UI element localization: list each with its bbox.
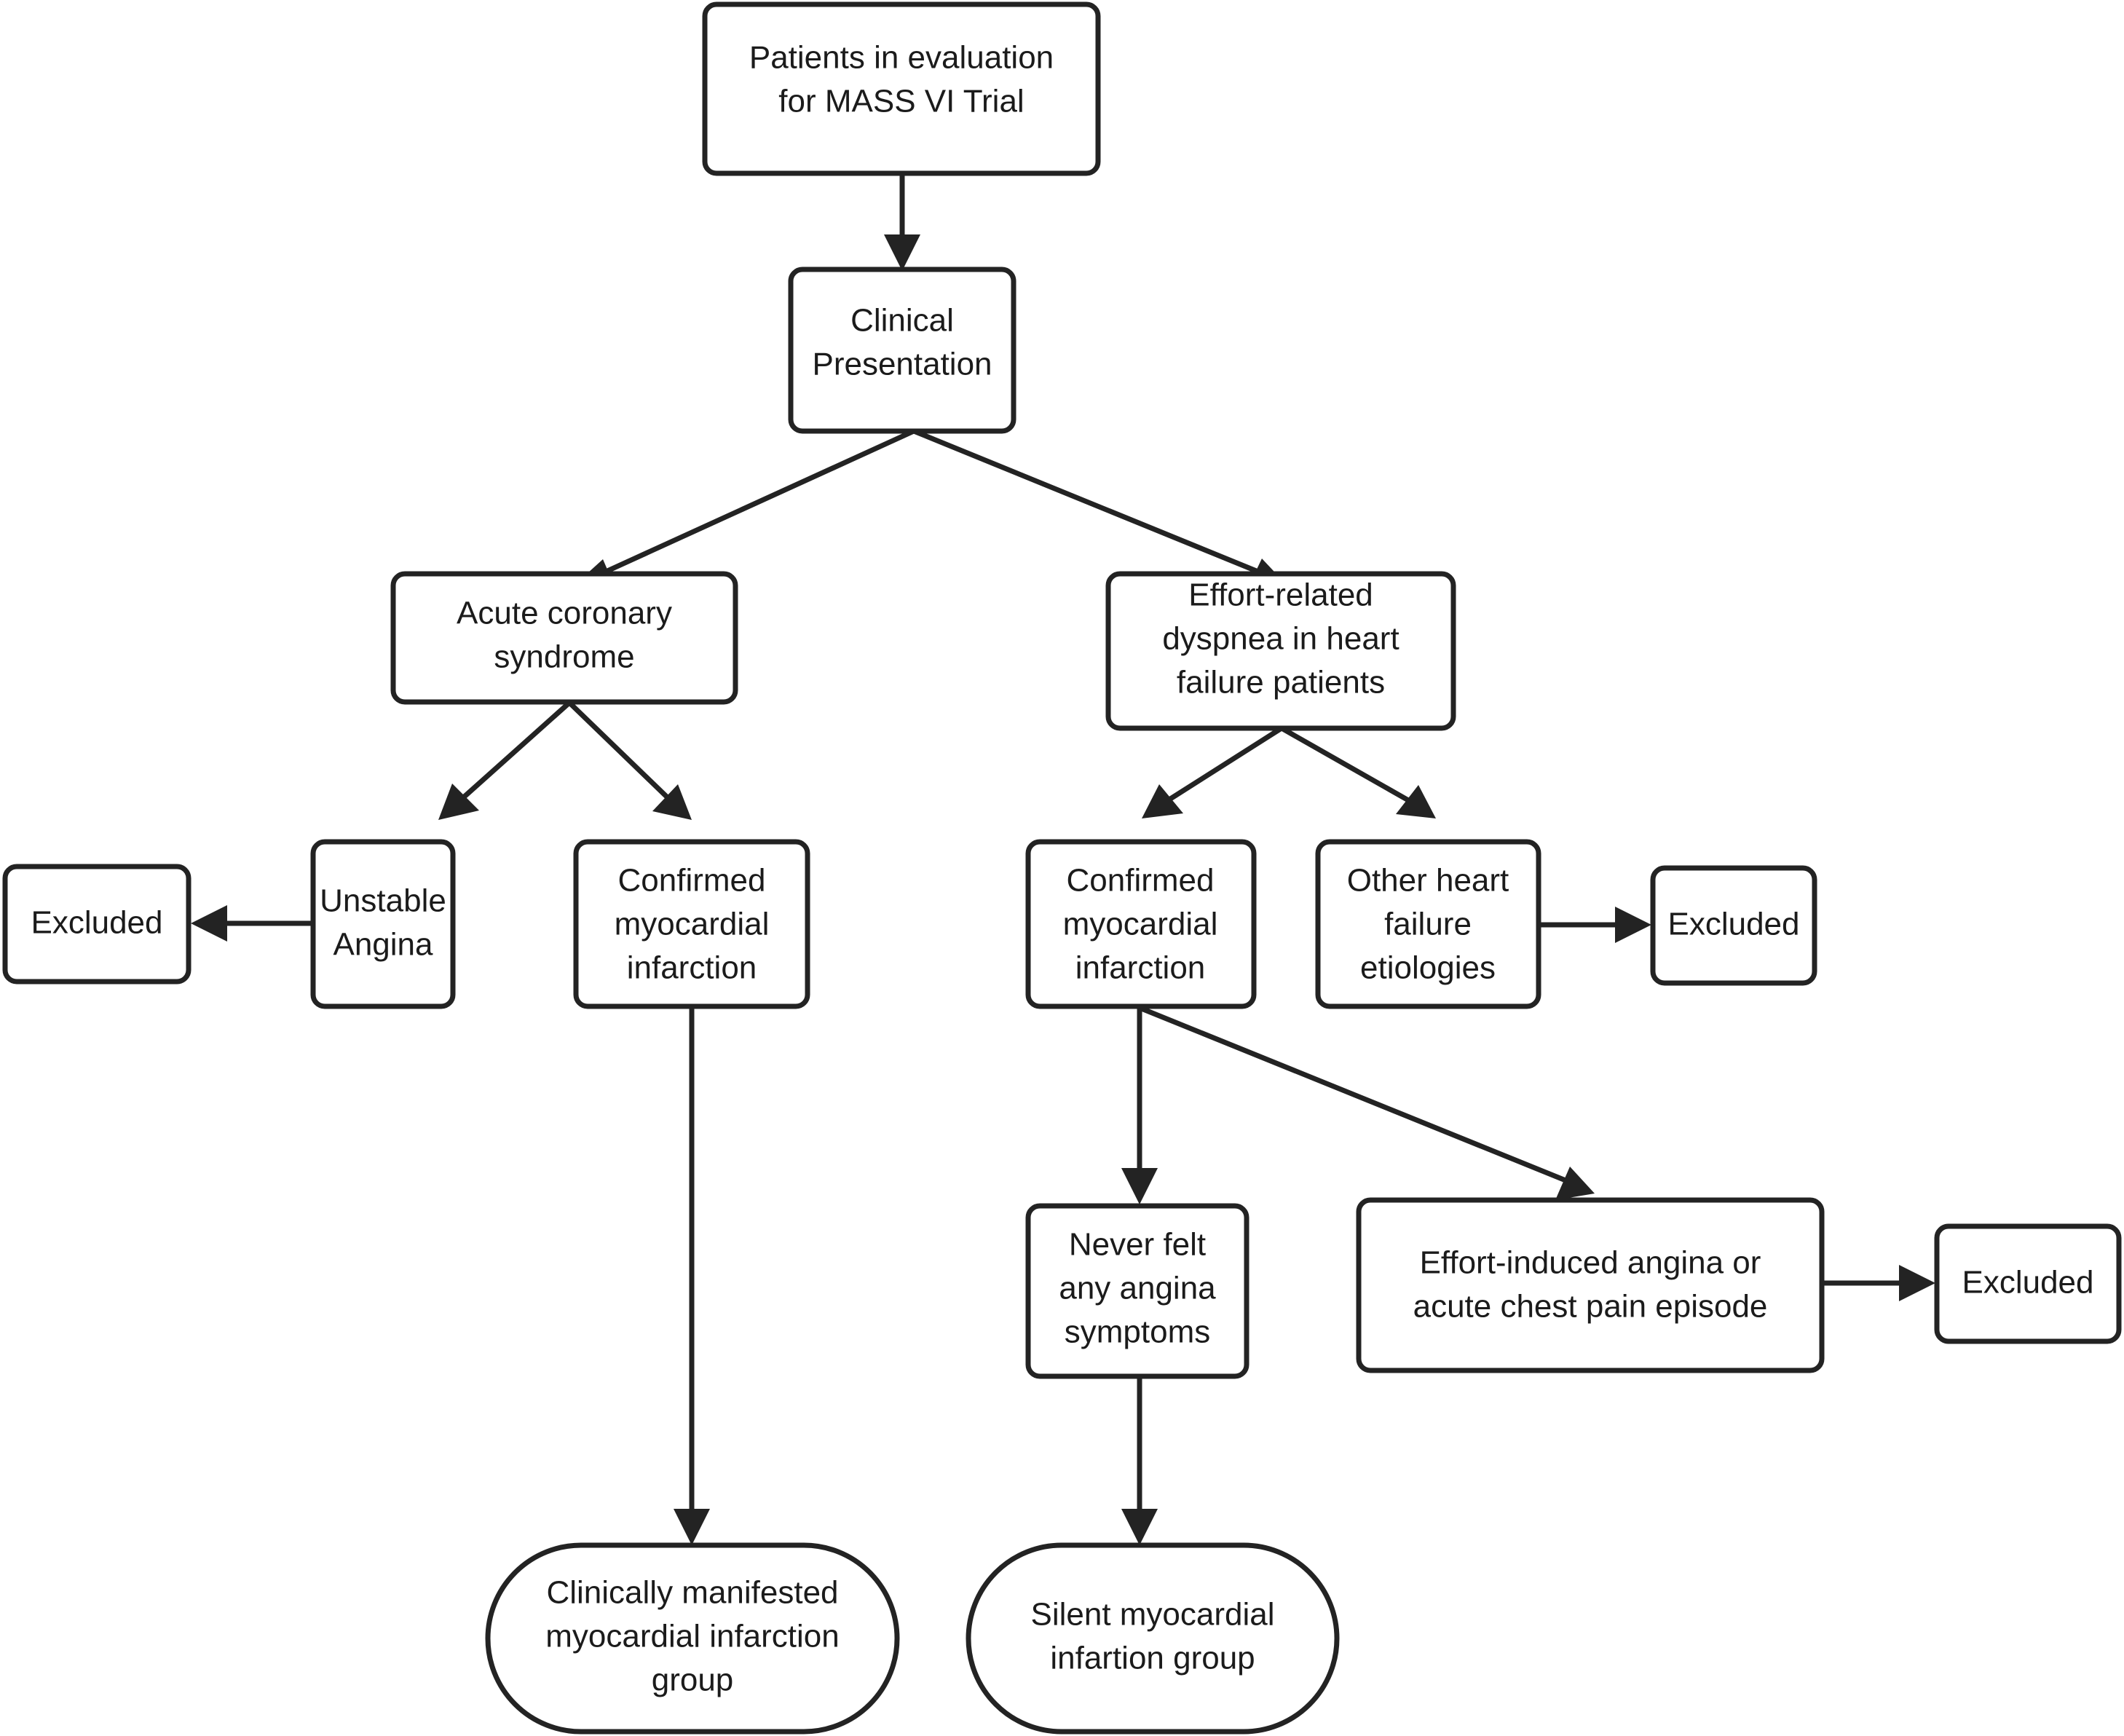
edge-clinical-presentation-to-acute-coronary-syndrome — [572, 428, 915, 591]
node-patients-eval[interactable]: Patients in evaluation for MASS VI Trial — [702, 1, 1101, 176]
node-other-hf-etiologies-shape[interactable] — [1315, 839, 1541, 1009]
node-silent-mi-group-line-0: Silent myocardial — [1030, 1597, 1274, 1633]
node-confirmed-mi-right-line-1: myocardial — [1063, 907, 1218, 942]
node-effort-related-dyspnea[interactable]: Effort-related dyspnea in heart failure … — [1105, 571, 1456, 731]
edge-confirmed-mi-right-to-effort-induced-angina — [1138, 1005, 1595, 1200]
node-acute-coronary-syndrome-line-0: Acute coronary — [457, 596, 672, 631]
node-clinically-manifested-group-shape[interactable] — [485, 1542, 900, 1735]
node-effort-induced-angina[interactable]: Effort-induced angina or acute chest pai… — [1356, 1197, 1825, 1373]
node-confirmed-mi-left-shape[interactable] — [573, 839, 810, 1009]
node-effort-induced-angina-line-1: acute chest pain episode — [1413, 1289, 1768, 1325]
node-never-felt-angina-shape[interactable] — [1025, 1203, 1249, 1379]
node-confirmed-mi-right-line-2: infarction — [1075, 950, 1206, 986]
node-unstable-angina[interactable]: Unstable Angina — [310, 839, 456, 1009]
node-effort-induced-angina-line-0: Effort-induced angina or — [1420, 1245, 1761, 1281]
node-clinically-manifested-group[interactable]: Clinically manifested myocardial infarct… — [485, 1542, 900, 1735]
node-other-hf-etiologies-line-1: failure — [1384, 907, 1472, 942]
node-excluded-left[interactable]: Excluded — [2, 864, 192, 985]
node-excluded-bottom-right[interactable]: Excluded — [1934, 1223, 2122, 1344]
node-other-hf-etiologies[interactable]: Other heart failure etiologies — [1315, 839, 1541, 1009]
node-unstable-angina-shape[interactable] — [310, 839, 456, 1009]
node-clinical-presentation[interactable]: Clinical Presentation — [788, 267, 1016, 434]
node-silent-mi-group[interactable]: Silent myocardial infartion group — [966, 1542, 1340, 1735]
edge-clinical-presentation-to-effort-related-dyspnea — [912, 428, 1284, 591]
edge-unstable-angina-to-excluded-left — [191, 905, 313, 942]
node-never-felt-angina[interactable]: Never felt any angina symptoms — [1025, 1203, 1249, 1379]
node-never-felt-angina-line-1: any angina — [1059, 1271, 1216, 1306]
node-patients-eval-line-1: for MASS VI Trial — [778, 84, 1024, 119]
node-patients-eval-shape[interactable] — [702, 1, 1101, 176]
edges-layer — [191, 175, 1935, 1545]
node-never-felt-angina-line-0: Never felt — [1069, 1227, 1206, 1263]
node-excluded-bottom-right-label: Excluded — [1962, 1265, 2093, 1301]
node-clinically-manifested-group-line-1: myocardial infarction — [545, 1619, 840, 1654]
edge-never-felt-angina-to-silent-mi-group — [1121, 1378, 1158, 1545]
node-acute-coronary-syndrome-line-1: syndrome — [494, 639, 634, 675]
node-clinically-manifested-group-line-2: group — [652, 1662, 734, 1698]
node-clinically-manifested-group-line-0: Clinically manifested — [546, 1575, 838, 1611]
edge-effort-induced-angina-to-excluded-bottom-right — [1820, 1265, 1935, 1301]
edge-confirmed-mi-left-to-clinically-manifested-group — [674, 1008, 710, 1545]
node-never-felt-angina-line-2: symptoms — [1065, 1314, 1210, 1350]
node-excluded-left-label: Excluded — [31, 905, 162, 941]
node-excluded-left-shape[interactable] — [2, 864, 192, 985]
node-patients-eval-line-0: Patients in evaluation — [749, 40, 1054, 76]
node-unstable-angina-line-1: Angina — [333, 927, 433, 963]
node-effort-related-dyspnea-shape[interactable] — [1105, 571, 1456, 731]
node-other-hf-etiologies-line-2: etiologies — [1360, 950, 1496, 986]
node-acute-coronary-syndrome[interactable]: Acute coronary syndrome — [390, 571, 738, 705]
node-confirmed-mi-left[interactable]: Confirmed myocardial infarction — [573, 839, 810, 1009]
node-confirmed-mi-right[interactable]: Confirmed myocardial infarction — [1025, 839, 1257, 1009]
node-effort-related-dyspnea-line-0: Effort-related — [1188, 577, 1373, 613]
edge-acute-coronary-syndrome-to-confirmed-mi-left — [567, 701, 692, 820]
node-clinical-presentation-shape[interactable] — [788, 267, 1016, 434]
node-unstable-angina-line-0: Unstable — [320, 883, 446, 919]
edge-acute-coronary-syndrome-to-unstable-angina — [438, 701, 572, 820]
edge-effort-related-dyspnea-to-other-hf-etiologies — [1280, 725, 1436, 818]
node-silent-mi-group-line-1: infartion group — [1050, 1641, 1255, 1676]
node-excluded-mid-right-shape[interactable] — [1650, 865, 1817, 986]
edge-effort-related-dyspnea-to-confirmed-mi-right — [1142, 726, 1283, 818]
node-effort-induced-angina-shape[interactable] — [1356, 1197, 1825, 1373]
node-clinical-presentation-line-1: Presentation — [812, 347, 992, 382]
node-confirmed-mi-right-shape[interactable] — [1025, 839, 1257, 1009]
node-clinical-presentation-line-0: Clinical — [850, 303, 954, 339]
node-acute-coronary-syndrome-shape[interactable] — [390, 571, 738, 705]
node-confirmed-mi-left-line-2: infarction — [627, 950, 757, 986]
edge-confirmed-mi-right-to-never-felt-angina — [1121, 1008, 1158, 1204]
node-excluded-mid-right-label: Excluded — [1667, 907, 1799, 942]
node-confirmed-mi-left-line-0: Confirmed — [618, 863, 766, 899]
node-confirmed-mi-left-line-1: myocardial — [615, 907, 770, 942]
node-other-hf-etiologies-line-0: Other heart — [1347, 863, 1509, 899]
node-excluded-bottom-right-shape[interactable] — [1934, 1223, 2122, 1344]
node-effort-related-dyspnea-line-2: failure patients — [1177, 665, 1385, 701]
node-excluded-mid-right[interactable]: Excluded — [1650, 865, 1817, 986]
node-silent-mi-group-shape[interactable] — [966, 1542, 1340, 1735]
node-effort-related-dyspnea-line-1: dyspnea in heart — [1162, 621, 1399, 657]
edge-patients-eval-to-clinical-presentation — [884, 175, 920, 271]
node-confirmed-mi-right-line-0: Confirmed — [1067, 863, 1215, 899]
edge-other-hf-etiologies-to-excluded-mid-right — [1539, 907, 1651, 943]
